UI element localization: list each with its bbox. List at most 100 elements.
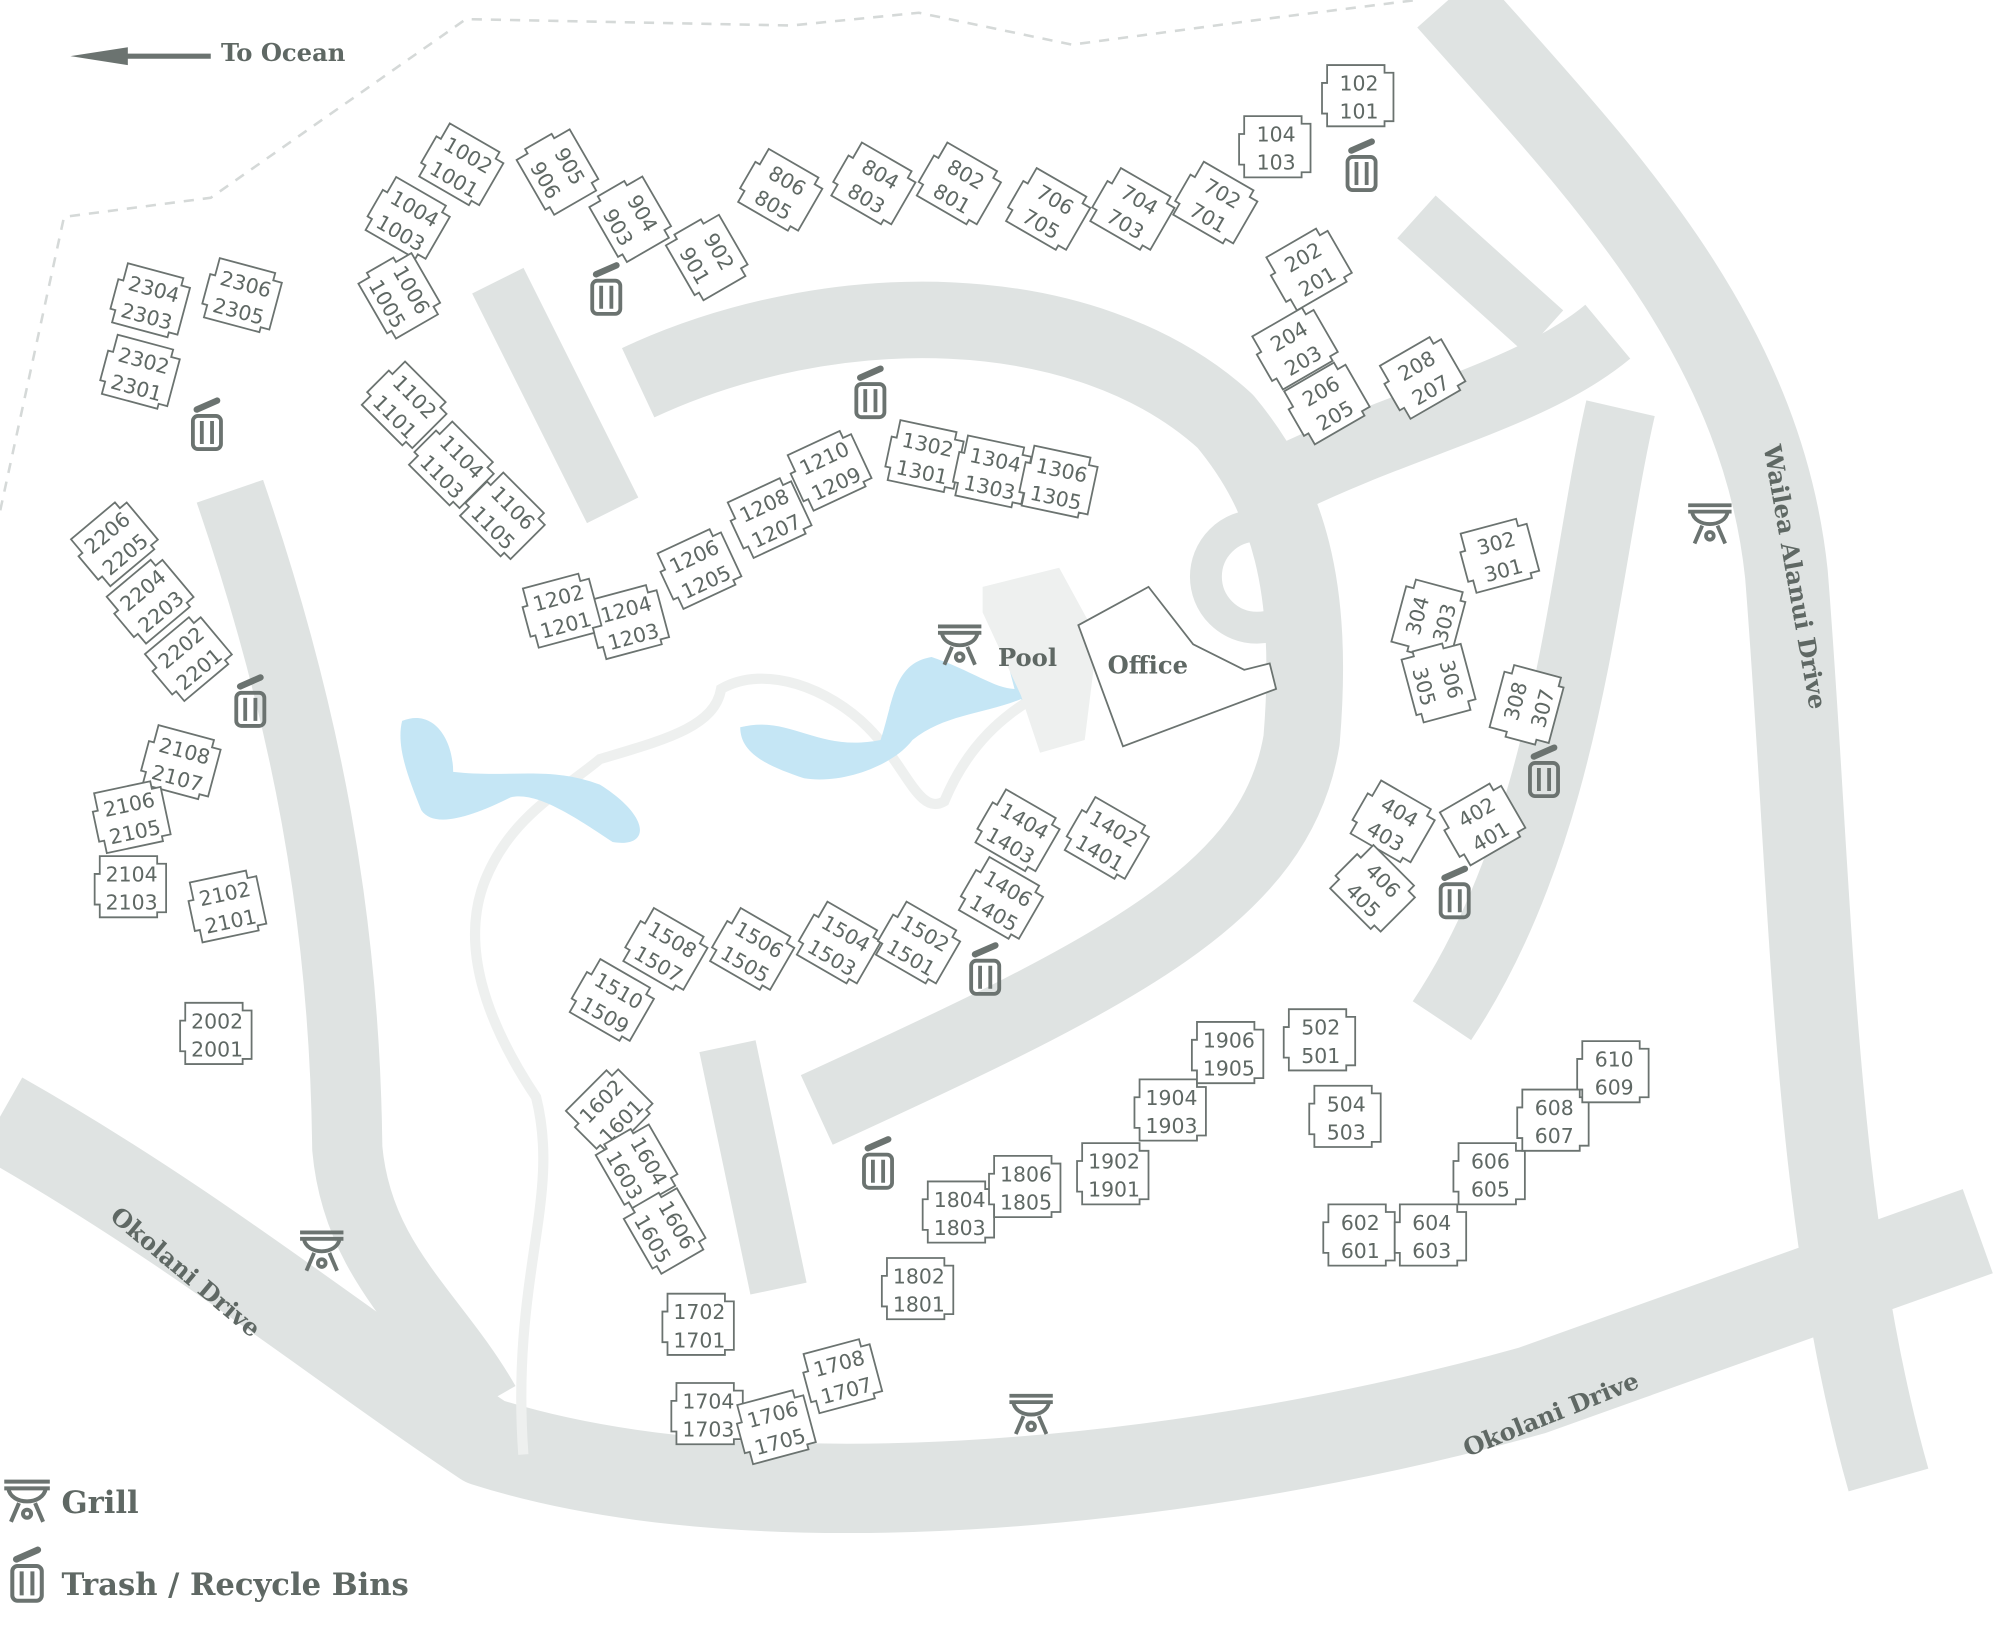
pool-water xyxy=(400,596,1067,843)
grill-icon xyxy=(300,1230,344,1272)
unit-601: 601 xyxy=(1341,1239,1380,1263)
grill-icon xyxy=(4,1479,50,1523)
unit-501: 501 xyxy=(1301,1044,1340,1068)
building-outline xyxy=(1171,160,1259,245)
trash-icon xyxy=(862,1136,894,1190)
building-outline xyxy=(1390,578,1467,661)
office-label: Office xyxy=(1108,651,1188,680)
building-outline xyxy=(664,213,749,302)
building-outline xyxy=(564,1068,654,1156)
unit-502: 502 xyxy=(1301,1016,1340,1040)
unit-1902: 1902 xyxy=(1088,1150,1140,1174)
unit-2001: 2001 xyxy=(191,1037,243,1061)
unit-2104: 2104 xyxy=(106,863,158,887)
building-outline xyxy=(1576,1040,1650,1104)
unit-609: 609 xyxy=(1595,1076,1634,1100)
building-outline xyxy=(802,1338,884,1415)
trash-icon xyxy=(590,262,623,316)
building-outline xyxy=(91,780,172,855)
building-outline xyxy=(139,724,222,801)
building-outline xyxy=(1459,517,1541,594)
building-outline xyxy=(417,122,505,207)
unit-1801: 1801 xyxy=(893,1293,945,1317)
trash-icon xyxy=(190,397,223,452)
pool-deck xyxy=(982,567,1098,753)
building-outline xyxy=(656,528,743,611)
building-outline xyxy=(1076,1142,1150,1206)
building-outline xyxy=(1018,444,1099,519)
building-outline xyxy=(1322,1203,1396,1267)
building-outline xyxy=(974,788,1061,873)
unit-610: 610 xyxy=(1595,1048,1634,1072)
building-outline xyxy=(1400,642,1477,724)
building-outline xyxy=(568,957,656,1043)
unit-1904: 1904 xyxy=(1145,1086,1197,1110)
arrow-left-icon xyxy=(70,47,211,66)
unit-608: 608 xyxy=(1535,1096,1574,1120)
building-outline xyxy=(786,429,873,512)
building-1802-1801: 1802 1801 xyxy=(880,1257,955,1321)
building-outline xyxy=(921,1180,996,1244)
building-outline xyxy=(874,900,962,985)
pool-label: Pool xyxy=(998,643,1057,672)
building-outline xyxy=(1265,227,1354,312)
building-outline xyxy=(1516,1088,1590,1152)
unit-1906: 1906 xyxy=(1203,1028,1255,1052)
unit-1803: 1803 xyxy=(934,1216,986,1240)
building-1804-1803: 1804 1803 xyxy=(921,1180,996,1244)
unit-504: 504 xyxy=(1327,1092,1366,1116)
grill-icon xyxy=(937,624,982,666)
unit-1804: 1804 xyxy=(934,1188,986,1212)
building-outline xyxy=(105,558,195,645)
building-outline xyxy=(1378,335,1467,421)
building-outline xyxy=(622,1187,707,1275)
building-outline xyxy=(1251,306,1340,391)
to-ocean-arrow: To Ocean xyxy=(70,38,346,67)
building-outline xyxy=(109,262,192,339)
building-outline xyxy=(830,141,917,226)
building-outline xyxy=(1004,166,1092,252)
unit-1805: 1805 xyxy=(1000,1190,1052,1214)
unit-606: 606 xyxy=(1471,1150,1510,1174)
building-outline xyxy=(622,906,709,992)
building-outline xyxy=(1089,166,1176,252)
building-outline xyxy=(515,128,600,217)
grill-icon xyxy=(4,1479,50,1523)
unit-1802: 1802 xyxy=(893,1264,945,1288)
building-outline xyxy=(407,420,496,510)
building-outline xyxy=(521,572,603,649)
trash-icon xyxy=(969,942,1002,996)
building-outline xyxy=(1321,64,1395,128)
building-outline xyxy=(1488,663,1565,746)
unit-102: 102 xyxy=(1340,72,1379,96)
office-building xyxy=(1077,585,1278,748)
building-outline xyxy=(93,855,167,919)
unit-607: 607 xyxy=(1535,1124,1574,1148)
building-outline xyxy=(357,251,442,340)
building-outline xyxy=(951,434,1033,509)
